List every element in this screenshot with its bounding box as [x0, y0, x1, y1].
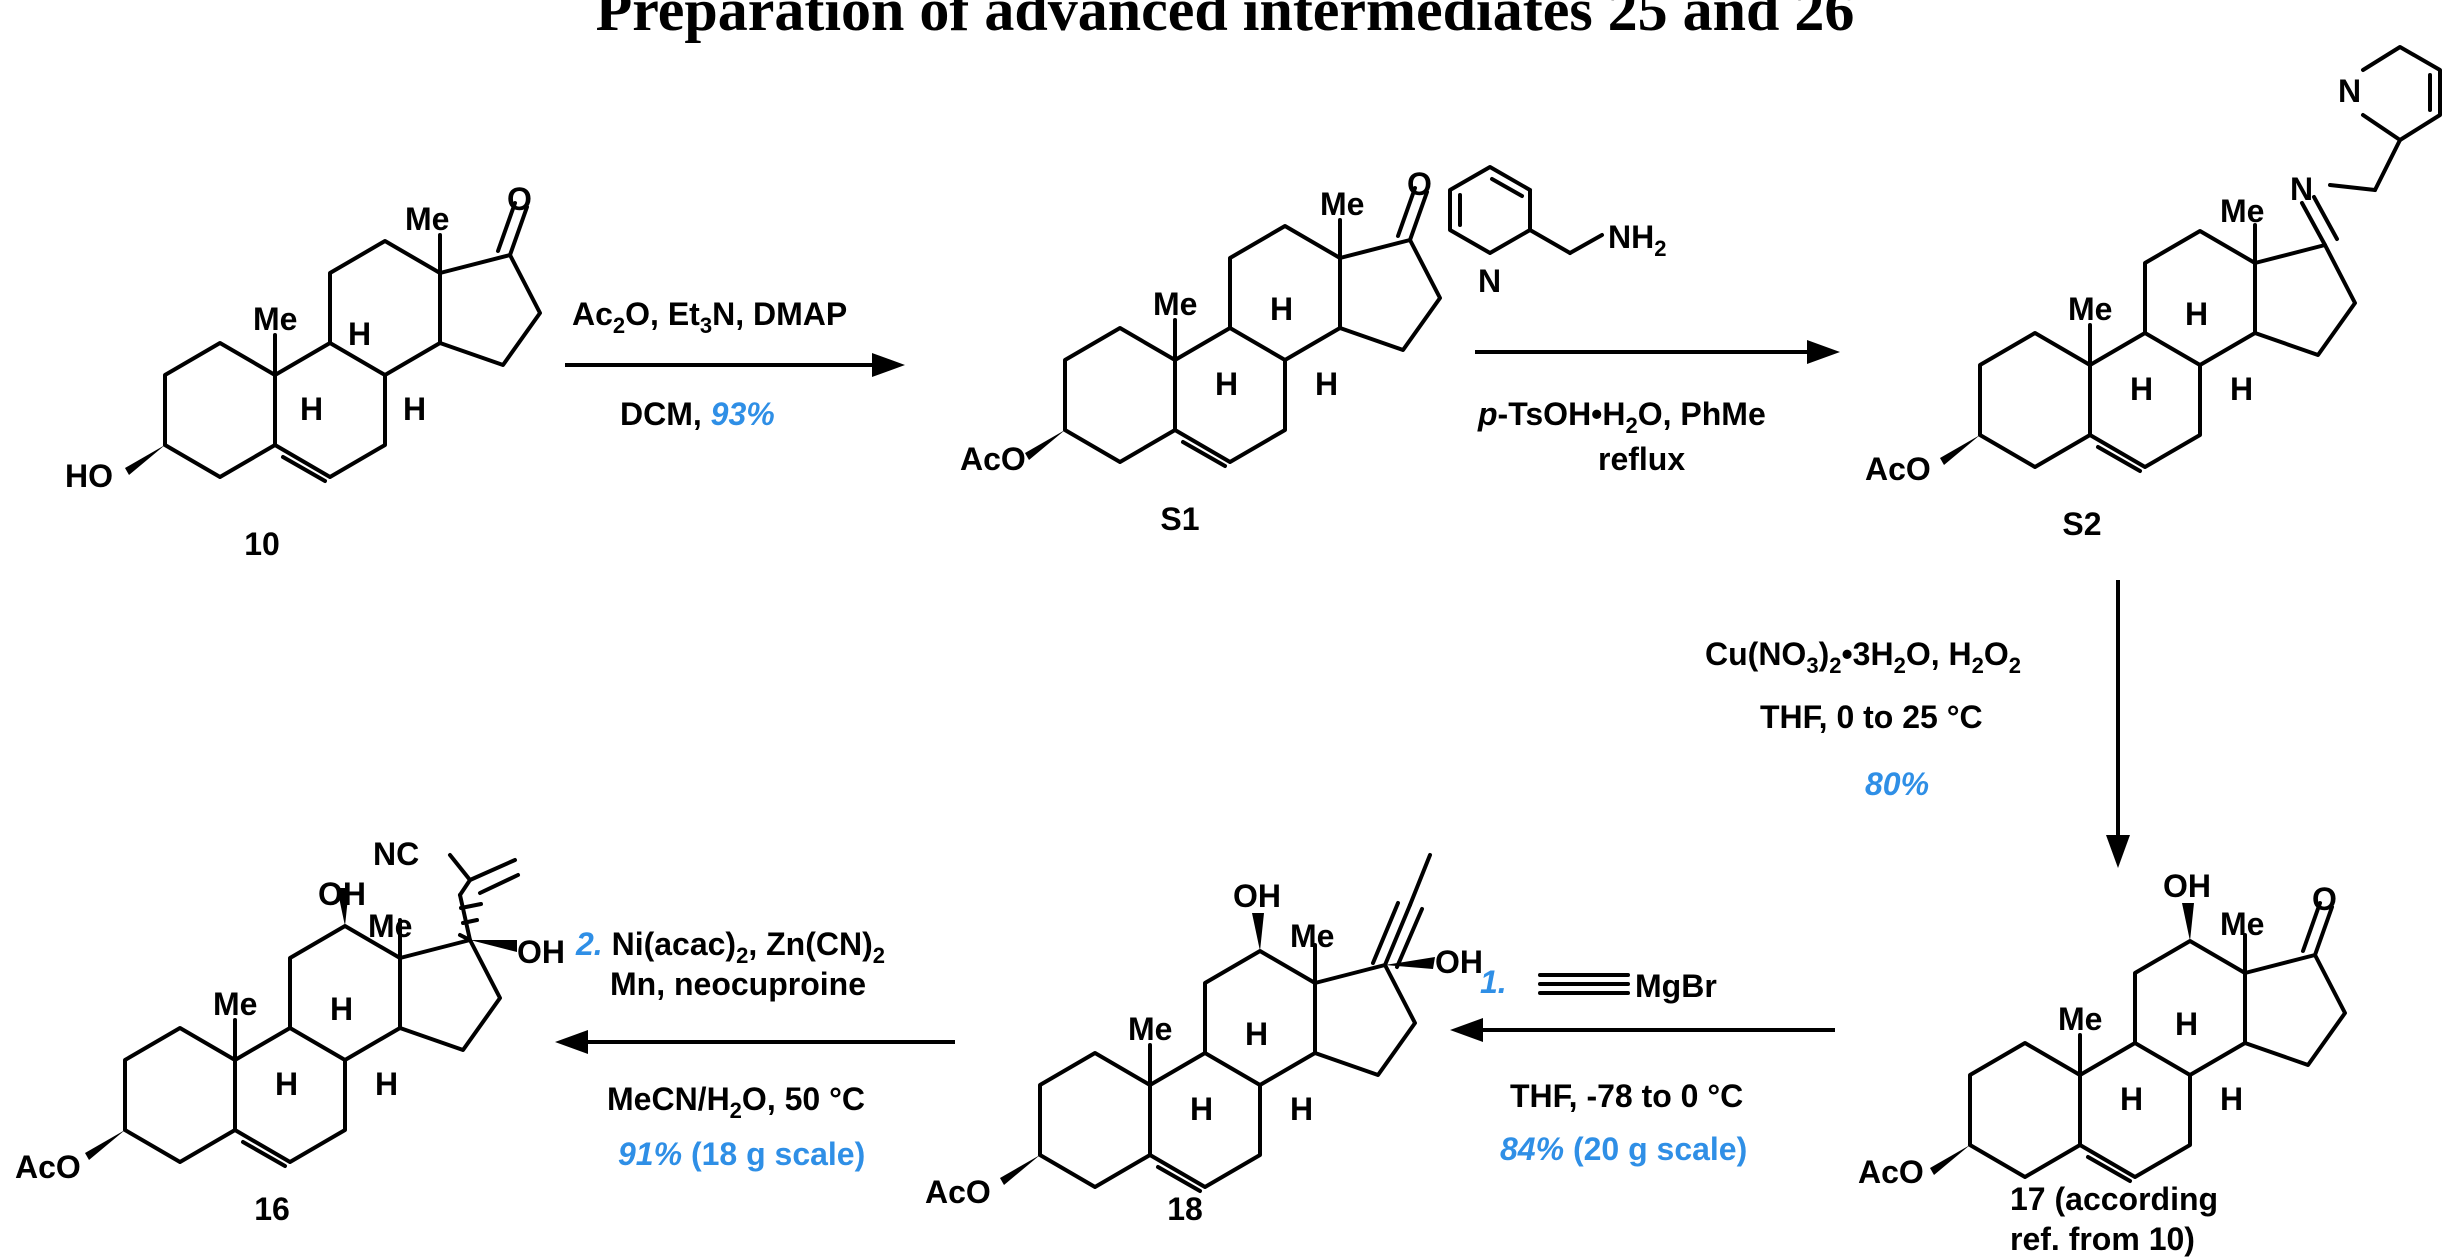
atom-me: Me: [2058, 1001, 2102, 1037]
atom-n: N: [1478, 263, 1501, 299]
atom-oh: OH: [1233, 878, 1281, 914]
atom-me: Me: [2068, 291, 2112, 327]
atom-me: Me: [253, 301, 297, 337]
atom-me: Me: [213, 986, 257, 1022]
atom-mgbr: MgBr: [1635, 968, 1717, 1004]
atom-oh: OH: [2163, 868, 2211, 904]
atom-oh: OH: [318, 876, 366, 912]
atom-h: H: [2230, 371, 2253, 407]
compound-label-17-ref: ref. from 10): [2010, 1221, 2195, 1257]
atom-h: H: [2130, 371, 2153, 407]
atom-oh: OH: [517, 934, 565, 970]
atom-aco: AcO: [960, 441, 1026, 477]
atom-h: H: [2220, 1081, 2243, 1117]
atom-n: N: [2338, 73, 2361, 109]
step1-reagents: Ac2O, Et3N, DMAP: [572, 296, 847, 338]
atom-oh: OH: [1435, 944, 1483, 980]
atom-nh2: NH2: [1608, 219, 1666, 261]
atom-me: Me: [1153, 286, 1197, 322]
step5-yield-line: 91% (18 g scale): [618, 1136, 865, 1172]
atom-me: Me: [368, 908, 412, 944]
atom-me: Me: [1320, 186, 1364, 222]
atom-me: Me: [405, 201, 449, 237]
step3-reagents: Cu(NO3)2•3H2O, H2O2: [1705, 636, 2021, 678]
compound-label-S2: S2: [2062, 506, 2101, 542]
atom-o: O: [2312, 881, 2337, 917]
compound-17: O OH Me Me H H H AcO: [1858, 868, 2347, 1190]
atom-me: Me: [1128, 1011, 1172, 1047]
step4-yield-line: 84% (20 g scale): [1500, 1131, 1747, 1167]
reagent-picolylamine: N NH2: [1448, 165, 1666, 299]
step2-reflux: reflux: [1598, 441, 1685, 477]
step5-reagents: 2. Ni(acac)2, Zn(CN)2: [575, 926, 885, 968]
step2-reagents: p-TsOH•H2O, PhMe: [1477, 396, 1766, 438]
atom-h: H: [2185, 296, 2208, 332]
step5-number: 2.: [575, 926, 603, 962]
atom-nc: NC: [373, 836, 419, 872]
atom-h: H: [375, 1066, 398, 1102]
atom-me: Me: [2220, 193, 2264, 229]
atom-h: H: [2120, 1081, 2143, 1117]
atom-h: H: [1245, 1016, 1268, 1052]
atom-me: Me: [2220, 906, 2264, 942]
atom-o: O: [1407, 166, 1432, 202]
atom-ho: HO: [65, 458, 113, 494]
step3-conditions: THF, 0 to 25 °C: [1760, 699, 1983, 735]
atom-h: H: [1270, 291, 1293, 327]
arrow-step5: [555, 1030, 955, 1054]
atom-h: H: [348, 316, 371, 352]
compound-label-S1: S1: [1160, 501, 1199, 537]
atom-aco: AcO: [925, 1174, 991, 1210]
atom-h: H: [1190, 1091, 1213, 1127]
atom-aco: AcO: [15, 1149, 81, 1185]
atom-h: H: [300, 391, 323, 427]
step1-yield: 93%: [711, 396, 775, 432]
compound-label-17: 17 (according: [2010, 1181, 2218, 1217]
step4-number: 1.: [1480, 964, 1507, 1000]
atom-h: H: [403, 391, 426, 427]
atom-me: Me: [1290, 918, 1334, 954]
compound-label-16: 16: [254, 1191, 290, 1227]
compound-18: OH OH Me Me H H H AcO: [925, 853, 1483, 1210]
step5-reagents-2: Mn, neocuproine: [610, 966, 866, 1002]
arrow-step4: [1450, 1018, 1835, 1042]
atom-h: H: [275, 1066, 298, 1102]
ethynyl-mgbr: MgBr: [1538, 968, 1717, 1004]
arrow-step1: [565, 353, 905, 377]
compound-S1: O Me Me H H H AcO: [960, 166, 1442, 477]
atom-h: H: [2175, 1006, 2198, 1042]
step4-yield: 84%: [1500, 1131, 1564, 1167]
arrow-step2: [1475, 340, 1840, 364]
compound-label-18: 18: [1167, 1191, 1203, 1227]
atom-h: H: [1290, 1091, 1313, 1127]
atom-n: N: [2290, 171, 2313, 207]
compound-16: NC OH OH Me Me H H H AcO: [15, 836, 565, 1185]
arrow-step3: [2106, 580, 2130, 868]
atom-aco: AcO: [1865, 451, 1931, 487]
atom-aco: AcO: [1858, 1154, 1924, 1190]
compound-S2: N N Me Me H H H AcO: [1865, 45, 2442, 487]
step1-solvent: DCM, 93%: [620, 396, 775, 432]
step5-yield: 91%: [618, 1136, 682, 1172]
atom-h: H: [330, 991, 353, 1027]
atom-h: H: [1315, 366, 1338, 402]
atom-o: O: [507, 181, 532, 217]
scheme-title: Preparation of advanced intermediates 25…: [596, 0, 1855, 43]
step5-conditions: MeCN/H2O, 50 °C: [607, 1081, 865, 1123]
step4-conditions: THF, -78 to 0 °C: [1510, 1078, 1743, 1114]
compound-label-10: 10: [244, 526, 280, 562]
atom-h: H: [1215, 366, 1238, 402]
step3-yield: 80%: [1865, 766, 1929, 802]
compound-10: O Me Me H H H HO: [65, 181, 542, 494]
